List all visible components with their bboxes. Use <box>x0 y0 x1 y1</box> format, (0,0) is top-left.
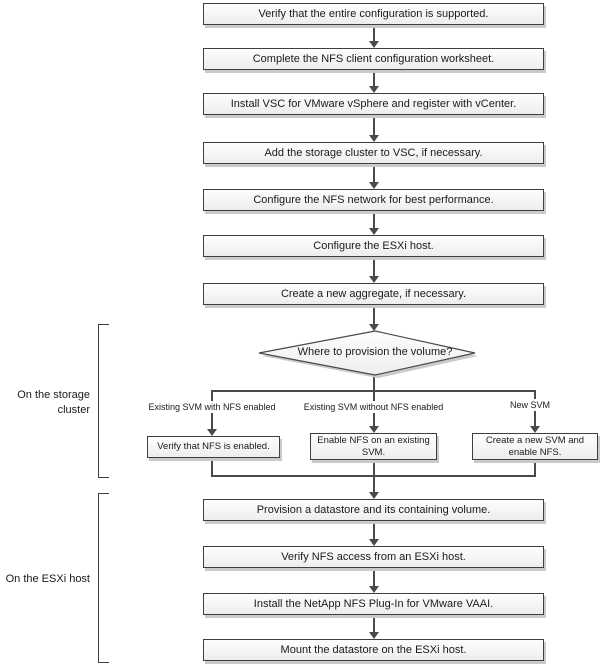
flow-step-box: Provision a datastore and its containing… <box>203 499 544 521</box>
branch-action-box: Enable NFS on an existing SVM. <box>310 433 437 460</box>
arrowhead-icon <box>530 426 540 433</box>
flow-step-box: Create a new aggregate, if necessary. <box>203 283 544 305</box>
arrowhead-icon <box>369 324 379 331</box>
decision-label: Where to provision the volume? <box>297 346 453 358</box>
flow-step-box: Install VSC for VMware vSphere and regis… <box>203 93 544 115</box>
arrowhead-icon <box>369 41 379 48</box>
group-label-storage-cluster: On the storage cluster <box>17 389 90 416</box>
connector-line <box>534 460 536 477</box>
arrowhead-icon <box>369 86 379 93</box>
group-label-esxi-host: On the ESXi host <box>5 573 90 585</box>
connector-line <box>373 477 375 493</box>
connector-line <box>373 521 375 540</box>
arrowhead-icon <box>369 586 379 593</box>
decision-diamond <box>252 326 482 387</box>
arrowhead-icon <box>369 276 379 283</box>
branch-action-box: Create a new SVM and enable NFS. <box>472 433 598 460</box>
flow-step-box: Verify NFS access from an ESXi host. <box>203 546 544 568</box>
connector-line <box>211 458 213 477</box>
group-bracket-esxi-host <box>98 493 109 663</box>
flow-step-box: Configure the NFS network for best perfo… <box>203 189 544 211</box>
group-bracket-storage-cluster <box>98 324 109 478</box>
arrowhead-icon <box>369 632 379 639</box>
connector-line <box>373 211 375 229</box>
connector-line <box>373 115 375 136</box>
arrowhead-icon <box>369 182 379 189</box>
connector-line <box>373 568 375 587</box>
connector-line <box>373 25 375 42</box>
connector-line <box>211 475 536 477</box>
arrowhead-icon <box>369 539 379 546</box>
connector-line <box>373 615 375 633</box>
branch-condition-label: Existing SVM without NFS enabled <box>301 401 446 413</box>
diamond-shape <box>258 330 476 376</box>
connector-line <box>373 375 375 392</box>
arrowhead-icon <box>369 135 379 142</box>
flow-step-box: Complete the NFS client configuration wo… <box>203 48 544 70</box>
branch-action-box: Verify that NFS is enabled. <box>147 436 280 458</box>
branch-condition-label: New SVM <box>505 399 555 411</box>
flow-step-box: Mount the datastore on the ESXi host. <box>203 639 544 661</box>
branch-condition-label: Existing SVM with NFS enabled <box>148 401 276 413</box>
flow-step-box: Install the NetApp NFS Plug-In for VMwar… <box>203 593 544 615</box>
connector-line <box>373 164 375 183</box>
connector-line <box>373 257 375 277</box>
connector-line <box>373 70 375 87</box>
arrowhead-icon <box>207 429 217 436</box>
arrowhead-icon <box>369 228 379 235</box>
connector-line <box>373 305 375 325</box>
flow-step-box: Add the storage cluster to VSC, if neces… <box>203 142 544 164</box>
flow-step-box: Verify that the entire configuration is … <box>203 3 544 25</box>
connector-line <box>373 460 375 477</box>
arrowhead-icon <box>369 426 379 433</box>
arrowhead-icon <box>369 492 379 499</box>
flow-step-box: Configure the ESXi host. <box>203 235 544 257</box>
